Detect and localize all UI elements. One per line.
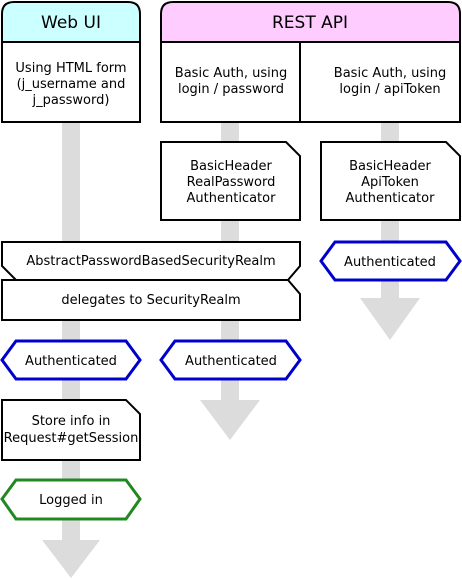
basic-auth-token-box — [299, 41, 461, 123]
basic-header-real-password-authenticator — [160, 141, 301, 221]
real-password-authenticator-line-3: Authenticator — [187, 191, 277, 206]
rest-token-authenticated-label: Authenticated — [344, 255, 436, 270]
logged-in-label: Logged in — [39, 493, 103, 508]
basic-auth-token-line-1: Basic Auth, using — [334, 66, 446, 81]
rest-password-authenticated-hexagon — [159, 339, 302, 381]
real-password-authenticator-line-1: BasicHeader — [190, 159, 272, 174]
api-token-authenticator-line-2: ApiToken — [361, 175, 419, 190]
basic-auth-token-line-2: login / apiToken — [339, 82, 440, 97]
api-token-authenticator-line-3: Authenticator — [346, 191, 436, 206]
real-password-authenticator-line-2: RealPassword — [187, 175, 276, 190]
html-form-box — [1, 41, 141, 123]
web-ui-authenticated-hexagon — [0, 339, 142, 381]
web-ui-header-shape — [1, 1, 141, 43]
delegates-label: delegates to SecurityRealm — [61, 293, 240, 308]
logged-in-hexagon — [0, 478, 142, 521]
rest-api-header: REST API — [160, 1, 461, 43]
basic-auth-password-line-1: Basic Auth, using — [175, 66, 287, 81]
html-form-line-3: j_password) — [32, 93, 110, 108]
rest-token-authenticated-hexagon — [319, 240, 462, 282]
store-session-box — [1, 399, 141, 461]
html-form-line-1: Using HTML form — [15, 61, 126, 76]
web-ui-title: Web UI — [41, 13, 101, 33]
rest-password-authenticated-label: Authenticated — [185, 354, 277, 369]
basic-auth-password-line-2: login / password — [178, 82, 284, 97]
delegates-to-security-realm — [1, 279, 301, 321]
basic-auth-password-box — [160, 41, 301, 123]
web-ui-header: Web UI — [1, 1, 141, 43]
realm-label: AbstractPasswordBasedSecurityRealm — [26, 254, 275, 269]
rest-token-flow-arrow — [360, 122, 420, 340]
rest-api-title: REST API — [272, 13, 348, 33]
web-ui-authenticated-label: Authenticated — [25, 354, 117, 369]
basic-header-api-token-authenticator — [320, 141, 461, 221]
html-form-line-2: (j_username and — [17, 77, 126, 92]
store-session-line-1: Store info in — [32, 414, 111, 429]
rest-api-header-shape — [160, 1, 461, 43]
api-token-authenticator-line-1: BasicHeader — [349, 159, 431, 174]
store-session-line-2: Request#getSession — [4, 431, 139, 446]
